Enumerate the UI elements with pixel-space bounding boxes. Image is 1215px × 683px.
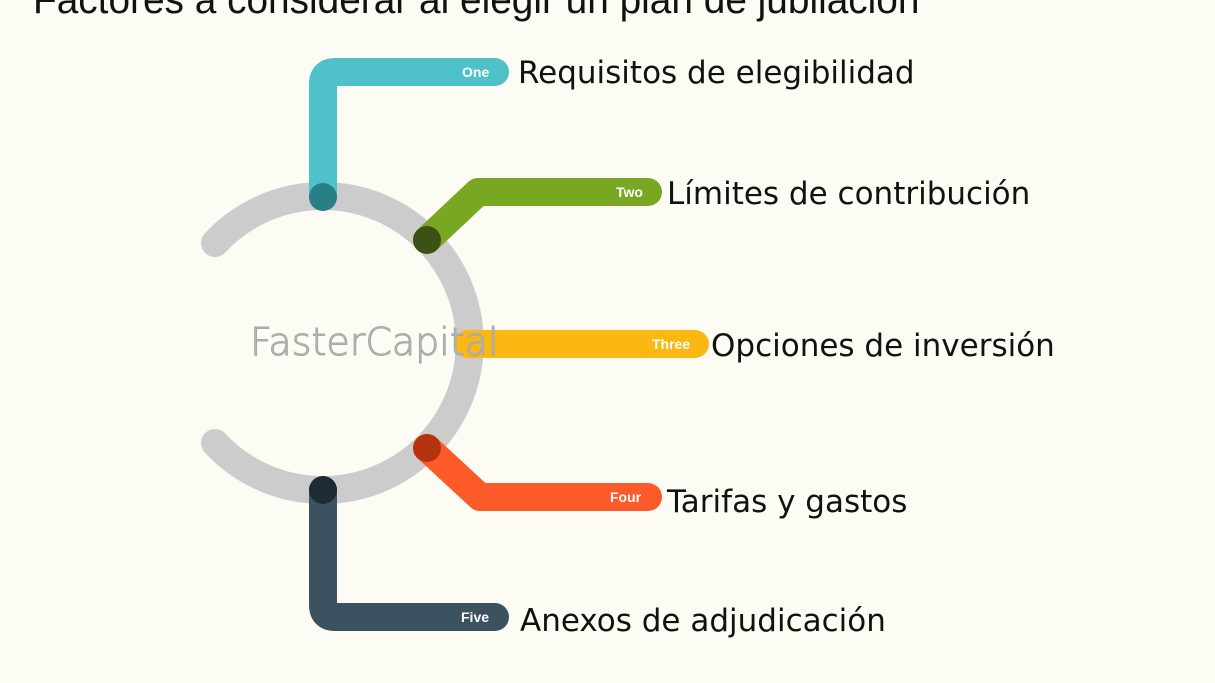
step-label-four: Tarifas y gastos: [667, 484, 908, 520]
step-label-three: Opciones de inversión: [711, 328, 1055, 364]
step-label-five: Anexos de adjudicación: [520, 603, 886, 639]
step-label-one: Requisitos de elegibilidad: [518, 55, 915, 91]
node-two: [413, 226, 441, 254]
connector-five: [309, 476, 509, 631]
page-title: Factores a considerar al elegir un plan …: [33, 0, 920, 22]
connector-four: [413, 434, 662, 511]
watermark-logo: FasterCapital: [250, 320, 500, 365]
tag-two: Two: [616, 184, 643, 200]
tag-five: Five: [461, 609, 489, 625]
tag-three: Three: [652, 336, 690, 352]
connector-two: [413, 178, 662, 254]
connector-one: [309, 58, 509, 211]
node-four: [413, 434, 441, 462]
tag-one: One: [462, 64, 489, 80]
node-five: [309, 476, 337, 504]
step-label-two: Límites de contribución: [667, 176, 1031, 212]
tag-four: Four: [610, 489, 642, 505]
watermark-text: FasterCapital: [250, 320, 500, 365]
node-one: [309, 183, 337, 211]
